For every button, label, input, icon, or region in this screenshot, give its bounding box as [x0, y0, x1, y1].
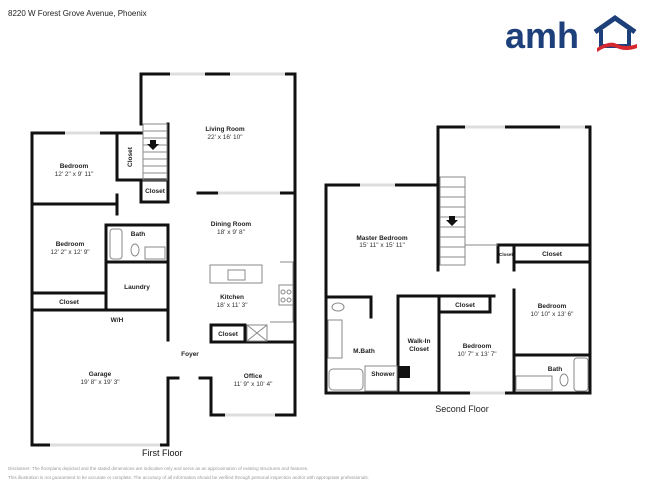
room-office: Office — [244, 373, 263, 380]
disclaimer-line-2: This illustration is not guaranteed to b… — [8, 475, 369, 480]
svg-text:12' 2" x 12' 9": 12' 2" x 12' 9" — [50, 249, 90, 256]
second-floor-labels: Master Bedroom 15' 11" x 15' 11" Closet … — [353, 235, 574, 414]
svg-text:12' 2" x 9' 11": 12' 2" x 9' 11" — [55, 171, 94, 178]
svg-text:amh: amh — [505, 15, 579, 53]
bath-toilet — [559, 373, 569, 387]
room-foyer: Foyer — [181, 351, 199, 358]
kitchen-island — [209, 264, 263, 284]
svg-text:11' 9" x 10' 4": 11' 9" x 10' 4" — [234, 381, 273, 388]
stairs-down-arrow-icon — [147, 140, 159, 150]
room-closet-hall: Closet — [127, 146, 134, 167]
room-bath-upstairs: Bath — [548, 366, 562, 373]
svg-text:15' 11" x 15' 11": 15' 11" x 15' 11" — [359, 242, 405, 249]
room-walk-in-closet: Walk-In — [408, 338, 431, 345]
room-living: Living Room — [205, 126, 245, 133]
bath-sink — [515, 375, 553, 391]
walk-in-closet-box — [398, 366, 410, 378]
fridge — [246, 324, 268, 342]
second-floor-fixtures — [327, 125, 589, 395]
first-floor-fixtures — [50, 72, 294, 447]
room-closet-mid: Closet — [455, 302, 476, 309]
room-bedroom-1: Bedroom — [60, 163, 89, 170]
room-bedroom-right: Bedroom — [538, 303, 567, 310]
second-floor-walls — [324, 125, 592, 395]
room-garage: Garage — [89, 371, 112, 378]
room-closet-kitchen: Closet — [218, 331, 239, 338]
room-closet-bedroom: Closet — [59, 299, 80, 306]
master-toilet — [331, 302, 345, 312]
svg-text:18' x 9' 8": 18' x 9' 8" — [217, 229, 246, 236]
stairs-down-arrow-icon — [446, 216, 458, 226]
svg-text:19' 8" x 19' 3": 19' 8" x 19' 3" — [80, 379, 120, 386]
second-floor-label: Second Floor — [435, 404, 489, 414]
disclaimer-line-1: Disclaimer: The floorplans depicted and … — [8, 466, 309, 471]
svg-text:18' x 11' 3": 18' x 11' 3" — [216, 302, 248, 309]
svg-text:Closet: Closet — [409, 346, 430, 353]
stairs-first-floor — [142, 123, 168, 181]
svg-text:10' 10" x 13' 6": 10' 10" x 13' 6" — [531, 311, 575, 318]
room-shower: Shower — [371, 371, 395, 378]
room-closet-top: Closet — [542, 251, 563, 258]
stairs-second-floor — [439, 176, 466, 266]
room-laundry: Laundry — [124, 284, 150, 291]
water-heater: W/H — [111, 317, 124, 324]
first-floor-labels: Living Room 22' x 16' 10" Bedroom 12' 2"… — [50, 126, 273, 388]
room-bedroom-middle: Bedroom — [463, 343, 492, 350]
room-master-bath: M.Bath — [353, 348, 375, 355]
amh-logo: amh — [505, 14, 637, 53]
room-bedroom-2: Bedroom — [56, 241, 85, 248]
master-tub — [328, 368, 364, 391]
toilet — [130, 243, 140, 257]
sink — [144, 246, 166, 260]
master-sink — [327, 319, 343, 359]
svg-text:22' x 16' 10": 22' x 16' 10" — [207, 134, 243, 141]
room-master-bedroom: Master Bedroom — [356, 235, 408, 242]
room-closet-stair: Closet — [145, 188, 166, 195]
svg-text:10' 7" x 13' 7": 10' 7" x 13' 7" — [457, 351, 497, 358]
shower-box — [364, 365, 398, 392]
bathtub — [109, 228, 123, 260]
room-dining: Dining Room — [211, 221, 252, 228]
room-kitchen: Kitchen — [220, 294, 244, 301]
room-bath: Bath — [131, 231, 145, 238]
room-closet-small: Closet — [499, 252, 513, 257]
bath-tub — [573, 357, 589, 392]
first-floor-label: First Floor — [142, 448, 183, 458]
stove — [278, 284, 294, 306]
property-address: 8220 W Forest Grove Avenue, Phoenix — [8, 9, 147, 18]
